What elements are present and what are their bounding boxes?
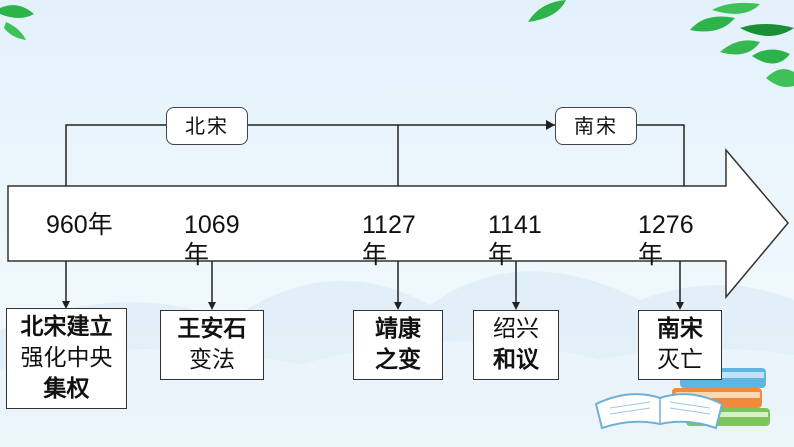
leaf-icon bbox=[0, 5, 34, 40]
period-northern-song: 北宋 bbox=[166, 107, 248, 145]
year-line: 1069 bbox=[184, 211, 240, 239]
period-bracket bbox=[65, 124, 685, 186]
event-line: 强化中央 bbox=[20, 345, 113, 371]
event-line: 和议 bbox=[493, 347, 539, 373]
year-label: 960年 bbox=[46, 210, 113, 240]
timeline-arrow bbox=[7, 147, 789, 300]
year-label: 1141 年 bbox=[488, 210, 542, 270]
year-line: 960年 bbox=[46, 211, 113, 239]
year-line: 年 bbox=[184, 241, 210, 269]
event-line: 北宋建立 bbox=[20, 314, 113, 340]
event-box-song-fall: 南宋 灭亡 bbox=[638, 310, 722, 380]
event-line: 南宋 bbox=[657, 316, 703, 342]
event-line: 灭亡 bbox=[657, 347, 703, 373]
connector-arrowheads bbox=[62, 301, 684, 310]
event-box-song-founding: 北宋建立 强化中央 集权 bbox=[6, 308, 127, 409]
year-line: 1127 bbox=[362, 211, 416, 239]
arrowhead bbox=[546, 120, 555, 130]
event-connectors bbox=[65, 261, 681, 305]
event-box-jingkang-incident: 靖康 之变 bbox=[353, 310, 443, 380]
event-box-wang-anshi-reform: 王安石 变法 bbox=[160, 310, 264, 380]
event-line: 变法 bbox=[189, 347, 235, 373]
event-line: 王安石 bbox=[177, 316, 247, 342]
leaf-icon bbox=[690, 2, 794, 87]
event-line: 绍兴 bbox=[493, 316, 539, 342]
year-line: 年 bbox=[488, 241, 514, 269]
year-label: 1276 年 bbox=[638, 210, 694, 270]
leaf-icon bbox=[528, 0, 566, 22]
year-label: 1069 年 bbox=[184, 210, 240, 270]
year-line: 1141 bbox=[488, 211, 542, 239]
period-southern-song: 南宋 bbox=[555, 107, 637, 145]
event-line: 靖康 bbox=[375, 316, 421, 342]
year-line: 年 bbox=[638, 241, 664, 269]
event-line: 之变 bbox=[375, 347, 421, 373]
year-line: 1276 bbox=[638, 211, 694, 239]
event-line: 集权 bbox=[43, 376, 90, 402]
year-line: 年 bbox=[362, 241, 388, 269]
year-label: 1127 年 bbox=[362, 210, 416, 270]
event-box-shaoxing-treaty: 绍兴 和议 bbox=[473, 310, 559, 380]
